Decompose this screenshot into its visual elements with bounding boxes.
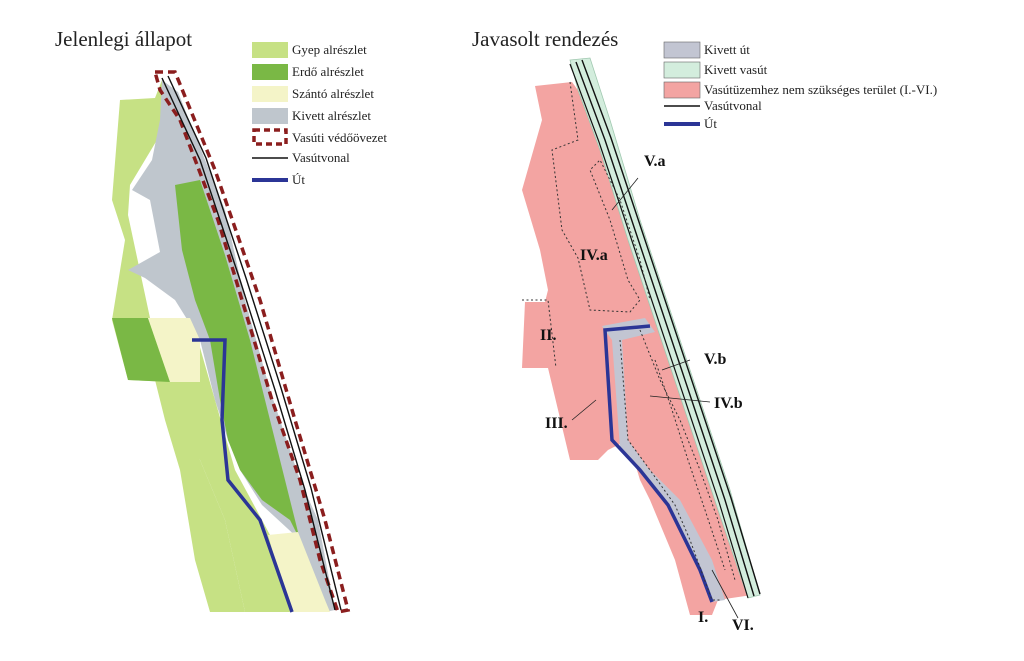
parcel-label-vi: VI. (732, 617, 754, 634)
vasutvonal-line-left-2 (167, 75, 342, 611)
vasutvonal-line-right-3 (569, 63, 749, 599)
parcel-label-iva: IV.a (580, 247, 608, 264)
gyep-area-south (112, 320, 300, 612)
parcel-label-iii: III. (545, 415, 568, 432)
legend-label-szanto: Szántó alrészlet (292, 86, 374, 101)
legend-label-ut: Út (292, 172, 305, 187)
ut-line-left (192, 338, 294, 613)
legend-label-vasutvonal-right: Vasútvonal (704, 98, 762, 113)
legend-label-erdo: Erdő alrészlet (292, 64, 364, 79)
vasutuzem-swatch (663, 81, 701, 99)
legend-label-kivett: Kivett alrészlet (292, 108, 371, 123)
vedoovezet-zone (152, 70, 351, 615)
vasutvonal-line-right-1 (575, 61, 755, 597)
vedoovezet-swatch (252, 128, 288, 146)
legend-label-kivett-vasut: Kivett vasút (704, 62, 768, 77)
left-map-title: Jelenlegi állapot (55, 27, 192, 51)
legend-label-kivett-ut: Kivett út (704, 42, 750, 57)
left-map: Jelenlegi állapot (55, 27, 351, 615)
kivett-swatch (252, 108, 288, 124)
legend-label-gyep: Gyep alrészlet (292, 42, 367, 57)
right-map: Javasolt rendezés V.a (472, 27, 761, 634)
parcel-label-ii: II. (540, 327, 556, 344)
erdo-swatch (252, 64, 288, 80)
kivett-ut-swatch (663, 41, 701, 59)
vasutuzem-area (522, 82, 752, 615)
legend-label-vedoovezet: Vasúti védőövezet (292, 130, 387, 145)
leader-lines (571, 177, 739, 619)
szanto-area-north (148, 318, 200, 382)
parcel-boundaries (522, 81, 736, 601)
legend-label-vasutvonal: Vasútvonal (292, 150, 350, 165)
gyep-area-west (112, 80, 245, 612)
kivett-vasut-swatch (663, 61, 701, 79)
erdo-area-strip (175, 180, 300, 540)
right-map-title: Javasolt rendezés (472, 27, 618, 51)
kivett-ut-corridor (602, 318, 725, 602)
vasutvonal-line-right-2 (581, 59, 761, 595)
legend-label-vasutuzem: Vasútüzemhez nem szükséges terület (I.-V… (704, 82, 937, 97)
left-legend: Gyep alrészlet Erdő alrészlet Szántó alr… (252, 42, 387, 187)
parcel-label-vb: V.b (704, 351, 726, 368)
right-legend: Kivett út Kivett vasút Vasútüzemhez nem … (663, 41, 937, 131)
szanto-swatch (252, 86, 288, 102)
parcel-label-i: I. (698, 609, 708, 626)
ut-line-right (603, 324, 714, 603)
erdo-area-west (112, 318, 170, 382)
legend-label-ut-right: Út (704, 116, 717, 131)
gyep-swatch (252, 42, 288, 58)
vasutvonal-line-left-1 (161, 77, 336, 611)
parcel-label-ivb: IV.b (714, 395, 743, 412)
szanto-area-south (268, 532, 330, 612)
parcel-label-va: V.a (644, 153, 666, 170)
